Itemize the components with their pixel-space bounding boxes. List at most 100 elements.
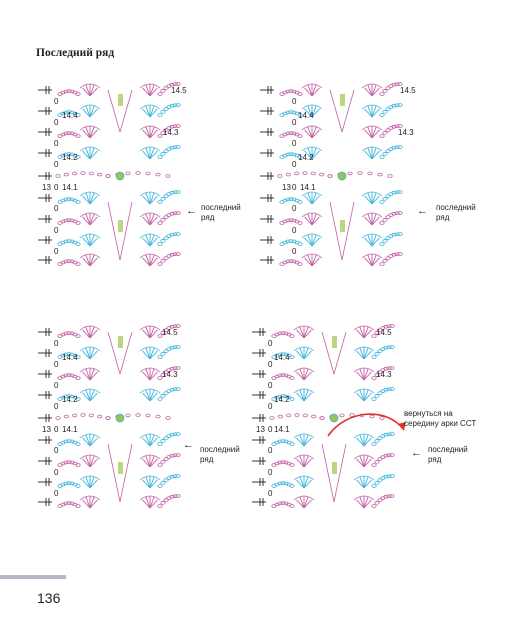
row-label-14-3: 14.3 bbox=[398, 128, 414, 137]
marker-stitch bbox=[118, 336, 123, 348]
shell-stitch bbox=[139, 83, 161, 97]
chain-zero: 0 bbox=[54, 468, 59, 477]
edge-stitch bbox=[252, 457, 266, 465]
chain-arc bbox=[57, 110, 81, 117]
chain-zero: 0 bbox=[54, 339, 59, 348]
chain-zero: 0 bbox=[268, 425, 273, 434]
chain-arc bbox=[157, 124, 181, 138]
shell-stitch bbox=[293, 388, 315, 402]
chain-zero: 0 bbox=[54, 489, 59, 498]
shell-stitch bbox=[139, 367, 161, 381]
edge-stitch bbox=[260, 194, 274, 202]
chain-arc bbox=[57, 501, 81, 508]
chain-arc bbox=[57, 131, 81, 138]
row-label-14-2: 14.2 bbox=[62, 153, 78, 162]
chain-arc bbox=[157, 494, 181, 508]
shell-stitch bbox=[79, 191, 101, 205]
chain-arc bbox=[271, 460, 295, 467]
row-label-14-1: 14.1 bbox=[300, 183, 316, 192]
shell-stitch bbox=[139, 233, 161, 247]
chain-arc bbox=[57, 481, 81, 488]
row-label-14-1: 14.1 bbox=[274, 425, 290, 434]
chain-zero: 0 bbox=[292, 183, 297, 192]
shell-stitch bbox=[293, 346, 315, 360]
edge-stitch bbox=[38, 457, 52, 465]
shell-stitch bbox=[139, 191, 161, 205]
shell-stitch bbox=[361, 83, 383, 97]
chain-arc bbox=[279, 239, 303, 246]
edge-stitch bbox=[252, 349, 266, 357]
chain-arc bbox=[157, 232, 181, 246]
shell-stitch bbox=[79, 125, 101, 139]
return-arrow bbox=[327, 413, 406, 437]
chain-arc bbox=[57, 352, 81, 359]
chain-zero: 0 bbox=[54, 139, 59, 148]
crochet-diagram-3: 14.5 14.4 14.3 14.2 13 14.1 0 0 0 0 0 0 … bbox=[38, 324, 240, 524]
edge-stitch bbox=[252, 391, 266, 399]
row-label-13: 13 bbox=[42, 183, 51, 192]
chain-arc bbox=[379, 252, 403, 266]
edge-stitch bbox=[38, 86, 52, 94]
last-row-note-line-2: ряд bbox=[200, 455, 214, 464]
shell-stitch bbox=[79, 346, 101, 360]
return-note-line-2: середину арки ССТ bbox=[404, 419, 477, 428]
row-label-14-5: 14.5 bbox=[171, 86, 187, 95]
edge-stitch bbox=[38, 370, 52, 378]
chain-arc bbox=[57, 259, 81, 266]
shell-stitch bbox=[79, 475, 101, 489]
row-label-13: 13 bbox=[282, 183, 291, 192]
chain-arc bbox=[57, 218, 81, 225]
last-row-note-line-1: последний bbox=[436, 203, 476, 212]
chain-zero: 0 bbox=[268, 339, 273, 348]
shell-stitch bbox=[353, 495, 375, 509]
shell-stitch bbox=[353, 475, 375, 489]
chain-arc bbox=[157, 190, 181, 204]
shell-stitch bbox=[293, 475, 315, 489]
shell-stitch bbox=[139, 454, 161, 468]
chain-arc bbox=[371, 324, 395, 338]
chain-zero: 0 bbox=[54, 97, 59, 106]
edge-stitch bbox=[38, 107, 52, 115]
chain-arc bbox=[271, 481, 295, 488]
chain-arc bbox=[57, 239, 81, 246]
chain-arc bbox=[379, 124, 403, 138]
shell-stitch bbox=[79, 212, 101, 226]
edge-stitch bbox=[38, 414, 52, 422]
chain-arc bbox=[57, 373, 81, 380]
last-row-note-line-2: ряд bbox=[428, 455, 442, 464]
tall-stitch bbox=[119, 331, 133, 375]
chain-zero: 0 bbox=[54, 118, 59, 127]
chain-zero: 0 bbox=[54, 381, 59, 390]
page-number: 136 bbox=[37, 590, 61, 606]
edge-stitch bbox=[38, 194, 52, 202]
tall-stitch bbox=[329, 201, 343, 261]
chain-arc bbox=[157, 345, 181, 359]
marker-stitch bbox=[115, 413, 125, 423]
chain-arc bbox=[379, 232, 403, 246]
chain-arc bbox=[57, 89, 81, 96]
shell-stitch bbox=[293, 367, 315, 381]
tall-stitch bbox=[107, 331, 121, 375]
shell-stitch bbox=[301, 104, 323, 118]
chain-arc bbox=[55, 413, 111, 420]
chain-arc bbox=[279, 110, 303, 117]
tall-stitch bbox=[321, 331, 335, 375]
edge-stitch bbox=[252, 436, 266, 444]
row-label-14-3: 14.3 bbox=[376, 370, 392, 379]
edge-stitch bbox=[38, 149, 52, 157]
chain-arc bbox=[157, 82, 181, 96]
chain-arc bbox=[157, 103, 181, 117]
row-label-14-2: 14.2 bbox=[274, 395, 290, 404]
chain-zero: 0 bbox=[54, 160, 59, 169]
marker-stitch bbox=[115, 171, 125, 181]
chain-arc bbox=[105, 171, 171, 178]
chain-arc bbox=[379, 145, 403, 159]
chain-arc bbox=[371, 387, 395, 401]
shell-stitch bbox=[301, 146, 323, 160]
shell-stitch bbox=[139, 212, 161, 226]
shell-stitch bbox=[353, 346, 375, 360]
chain-arc bbox=[279, 152, 303, 159]
chain-arc bbox=[157, 366, 181, 380]
shell-stitch bbox=[301, 233, 323, 247]
edge-stitch bbox=[260, 236, 274, 244]
